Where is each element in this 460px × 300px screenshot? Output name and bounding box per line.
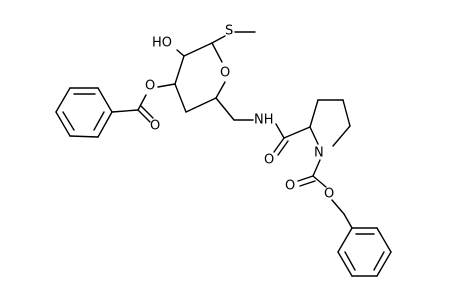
bond-n-carbamate-c <box>312 159 321 177</box>
bond-c1-s <box>211 35 226 44</box>
atom-label-carbamate-carbonyl-oxygen: O <box>285 179 295 194</box>
benzyl-phenyl-ring <box>337 227 392 277</box>
bond-c2-oh <box>176 49 185 57</box>
bond-nh-amide-c <box>275 123 285 139</box>
pyrrolidine-ring <box>309 99 351 147</box>
bond-carbonyl-double-b <box>140 105 154 119</box>
atom-label-hydroxyl: HO <box>152 36 172 51</box>
atom-label-carbamate-ester-oxygen: O <box>324 187 334 202</box>
atom-label-sulfur: S <box>225 24 233 39</box>
bond-c5-c4 <box>185 97 217 113</box>
bond-ester-o-carbonyl <box>137 94 147 111</box>
bond-carbamate-co-b <box>299 180 316 187</box>
bond-c1-c2 <box>183 42 213 57</box>
benzoyl-phenyl-ring <box>55 87 113 138</box>
bond-c5-ch2 <box>215 97 235 121</box>
atom-label-benzoate-carbonyl-oxygen: O <box>150 119 160 134</box>
bond-o-ch2 <box>331 199 345 215</box>
bond-ch2-phenyl <box>343 213 353 229</box>
atom-label-amide-oxygen: O <box>264 153 274 168</box>
bond-amide-co-b <box>277 140 289 156</box>
bond-ring-o-c5 <box>215 81 226 99</box>
bond-carbamate-o <box>312 175 327 188</box>
atom-label-ring-oxygen: O <box>220 66 230 81</box>
atom-labels: S HO O O O NH O N O O <box>145 24 334 202</box>
bond-carbonyl-double-a <box>137 109 151 123</box>
bond-amide-proline <box>283 126 311 139</box>
bond-amide-co-a <box>273 137 285 153</box>
bond-c3-ester-o <box>157 83 176 88</box>
bond-carbamate-co-a <box>297 175 314 182</box>
bond-c4-c3 <box>174 83 187 113</box>
atom-label-ester-oxygen: O <box>145 79 155 94</box>
bonds <box>55 31 392 277</box>
atom-label-amide-nitrogen: NH <box>254 113 274 128</box>
bond-c1-ring-o <box>211 42 223 63</box>
bond-carbonyl-phenyl <box>111 109 139 113</box>
atom-label-ring-nitrogen: N <box>314 146 324 161</box>
bond-c3-c2 <box>174 55 185 85</box>
